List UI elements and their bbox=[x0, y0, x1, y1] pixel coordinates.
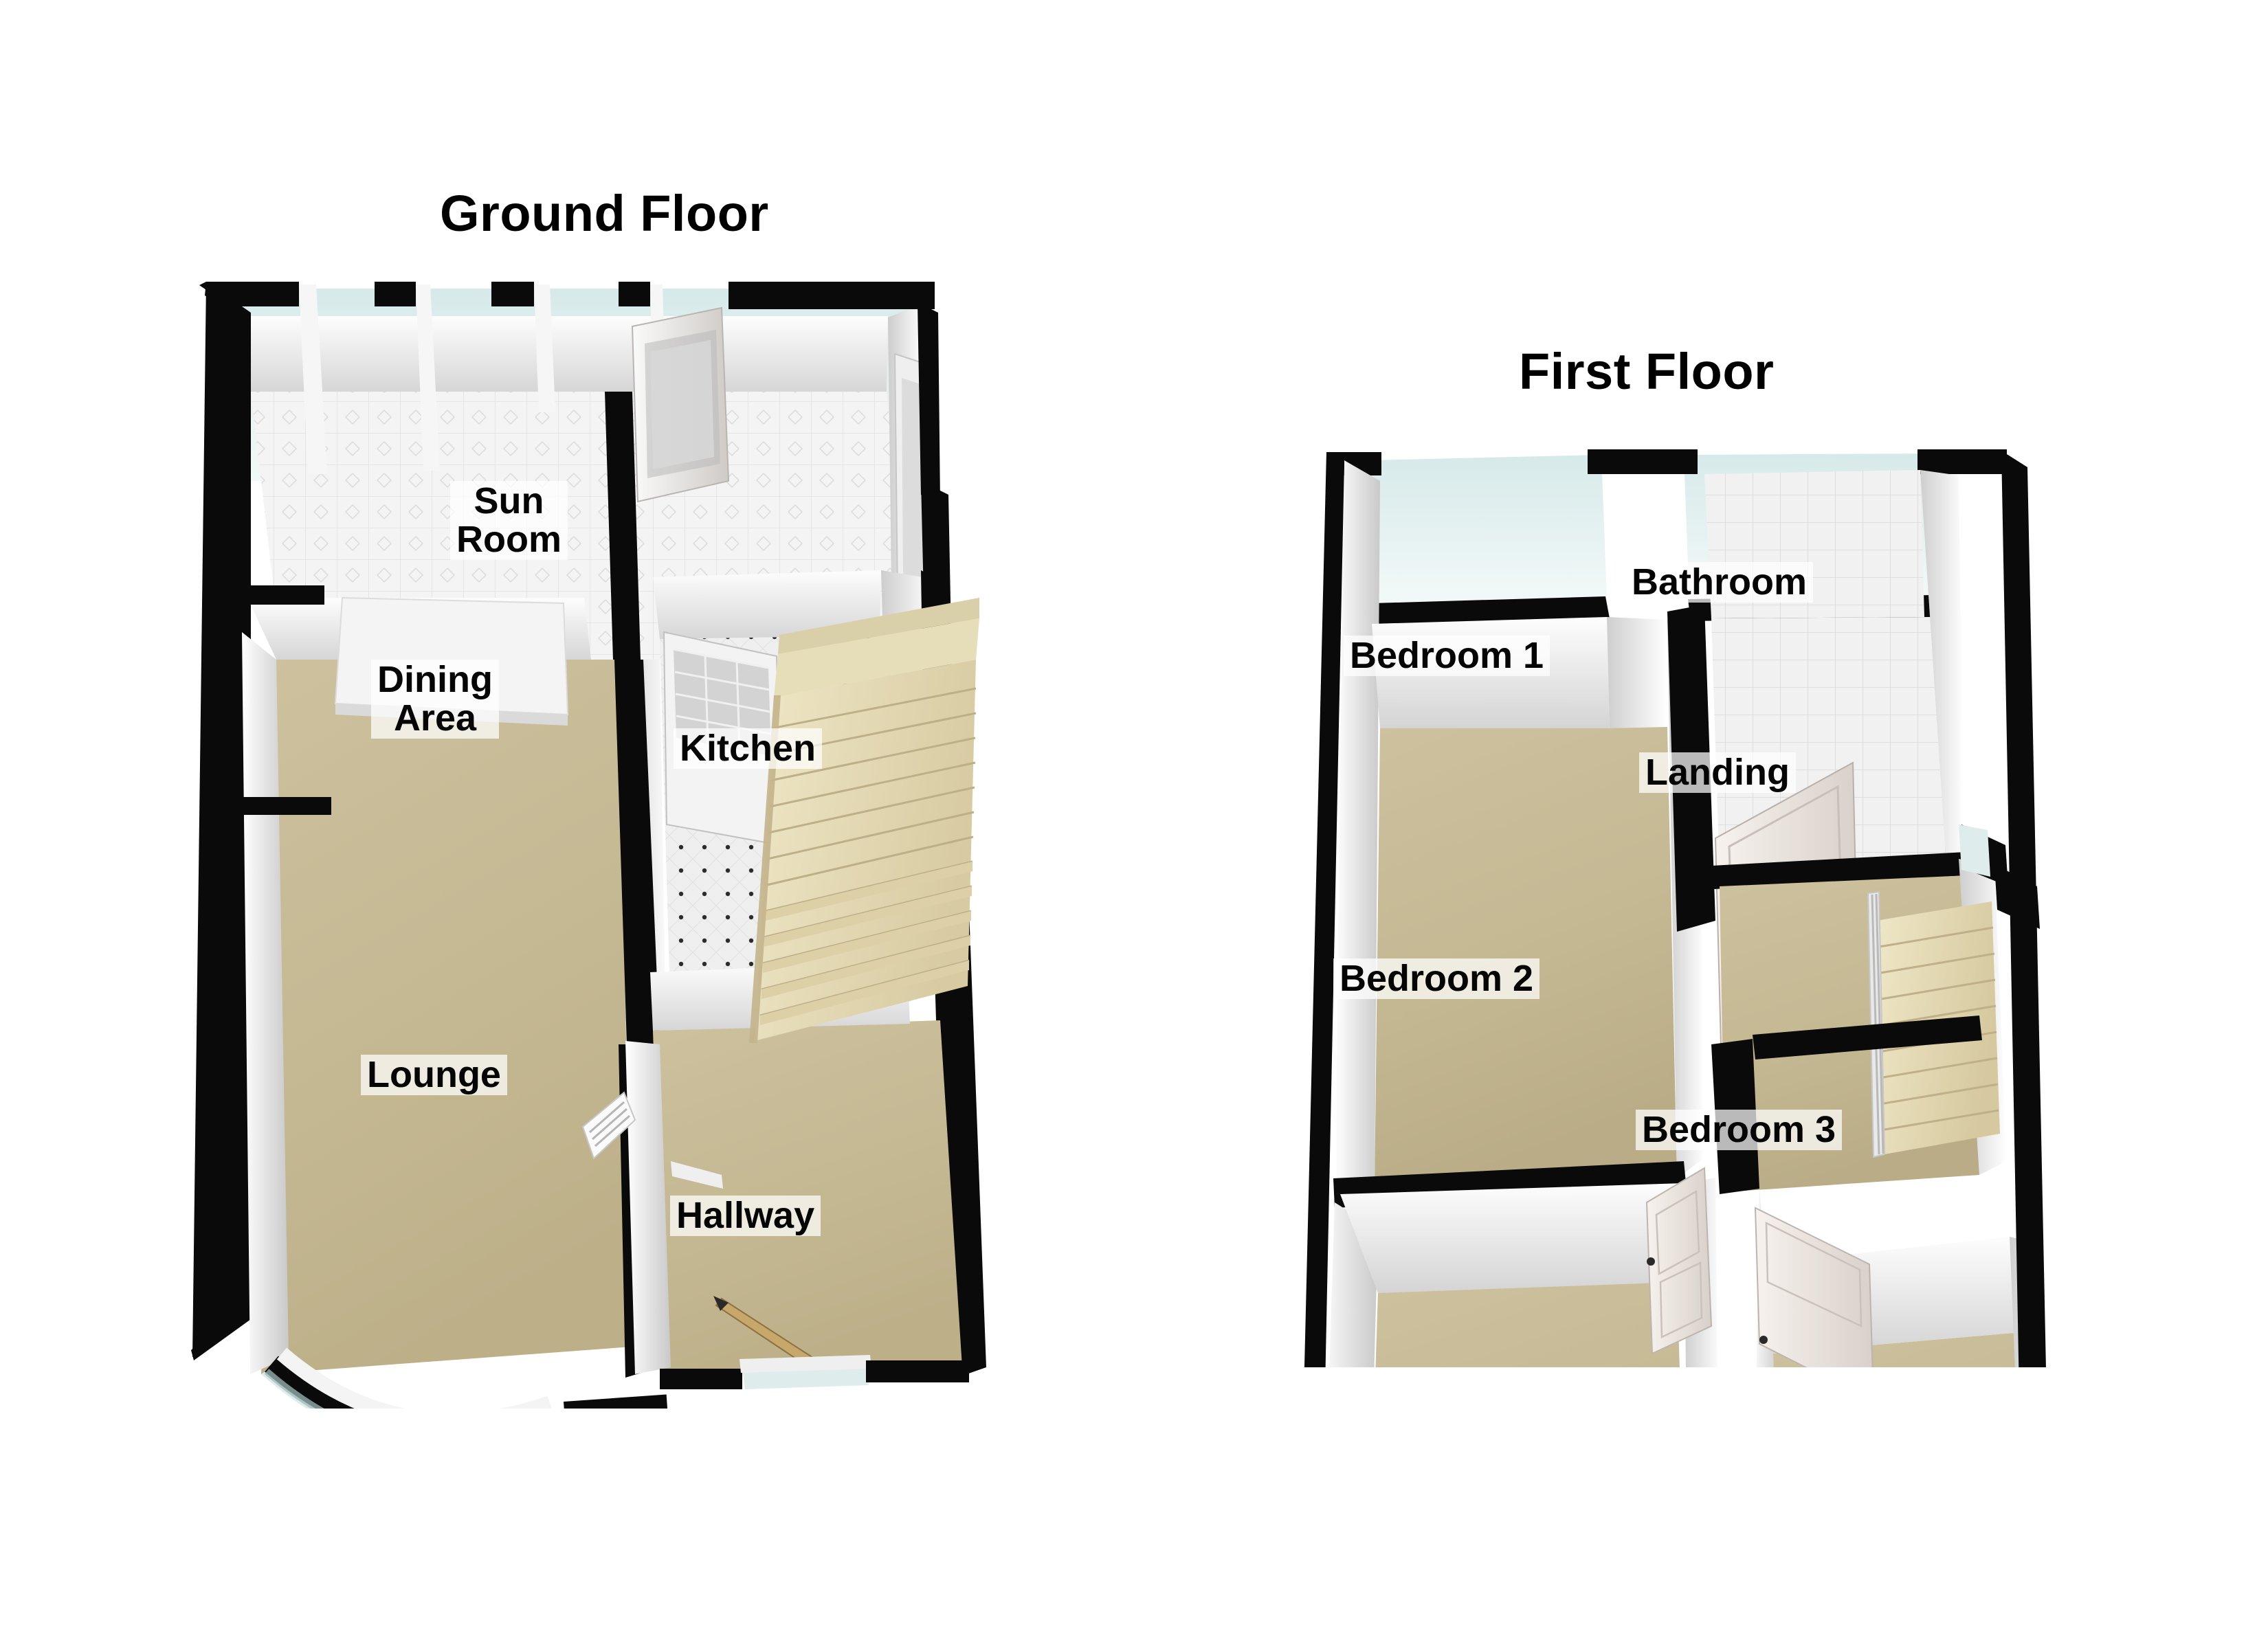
bedroom2-door-handle bbox=[1647, 1257, 1655, 1266]
sun-room-french-door bbox=[631, 306, 730, 503]
bedroom2-carpet bbox=[1366, 1279, 1689, 1649]
bedroom3-door-panels bbox=[1765, 1221, 1863, 1327]
bedroom2-door-panels bbox=[1655, 1189, 1703, 1338]
bedroom2-door bbox=[1645, 1167, 1713, 1355]
ground-floor-plan: Sun Room Dining Area Kitchen Lounge Hall… bbox=[179, 275, 1038, 1451]
hallway-threshold-left bbox=[660, 1369, 742, 1389]
sun-kitchen-partition-upper bbox=[605, 392, 641, 660]
dining-wall-stub-left bbox=[242, 585, 324, 605]
lounge-kitchen-partition bbox=[614, 660, 660, 1044]
landing-side-window-glow bbox=[1959, 824, 1990, 877]
first-right-exterior-wall bbox=[2001, 451, 2052, 1649]
first-floor-title: First Floor bbox=[1519, 343, 1775, 400]
first-floor-svg bbox=[1298, 449, 2052, 1649]
ground-left-exterior-wall-fill bbox=[192, 282, 242, 1357]
landing-bedroom3-partition bbox=[1711, 1039, 1759, 1194]
bedroom1-window-sill bbox=[1372, 596, 1610, 625]
hallway-threshold-right bbox=[866, 1360, 969, 1382]
sun-room-window-mullion-1 bbox=[299, 284, 327, 474]
lounge-left-wall-face bbox=[242, 632, 289, 1374]
front-door-frame bbox=[740, 1355, 871, 1373]
bedroom3-top-wall bbox=[1753, 1016, 1982, 1059]
stair-top-landing bbox=[774, 618, 979, 697]
bedroom2-group bbox=[1320, 1167, 1721, 1649]
kitchen-door-glazing bbox=[673, 648, 772, 756]
lounge-dining-carpet bbox=[261, 660, 632, 1374]
sun-room-window-mullion-3 bbox=[534, 284, 555, 412]
hallway-carpet bbox=[653, 1020, 962, 1374]
first-floor-plan: Bedroom 1 Bathroom Landing Bedroom 2 Bed… bbox=[1230, 440, 2089, 1649]
first-top-wall-mid bbox=[1588, 449, 1698, 474]
lounge-wall-stub-left bbox=[242, 797, 331, 815]
bedroom3-group bbox=[1751, 1189, 2052, 1649]
first-top-wall-right bbox=[1917, 449, 2007, 474]
ground-right-wall-upper bbox=[918, 302, 940, 502]
dining-partition-panel bbox=[334, 596, 569, 716]
bedroom1-back-wall-face bbox=[1372, 617, 1610, 728]
bedroom2-back-wall-face bbox=[1340, 1183, 1684, 1293]
bathroom-right-wall-face bbox=[1920, 470, 1964, 866]
bedroom3-door bbox=[1754, 1207, 1875, 1403]
first-right-wall-step bbox=[1994, 864, 2040, 929]
dining-lounge-group bbox=[242, 596, 671, 1374]
bedroom3-door-handle bbox=[1759, 1336, 1768, 1344]
stair-head-wall bbox=[778, 598, 979, 654]
landing-stair-treads bbox=[1878, 926, 1999, 1131]
sun-room-window-mullion-2 bbox=[416, 284, 440, 471]
bathroom-bottom-wall bbox=[1711, 852, 1968, 889]
staircase bbox=[749, 598, 979, 1043]
ground-floor-title: Ground Floor bbox=[440, 185, 769, 242]
bedroom1-window-glow bbox=[1368, 455, 1607, 605]
bay-right-return bbox=[564, 1394, 668, 1422]
bathroom-back-wall-tiles bbox=[1704, 470, 1924, 618]
sun-room-back-wall bbox=[251, 316, 888, 392]
understairs-panel bbox=[671, 1161, 723, 1189]
ground-floor-svg bbox=[191, 282, 986, 1451]
kitchen-back-wall bbox=[653, 570, 881, 639]
lounge-radiator bbox=[581, 1091, 636, 1160]
stair-risers bbox=[760, 862, 972, 1025]
bedroom1-carpet bbox=[1375, 727, 1677, 1189]
bedroom1-back-wall-return bbox=[1607, 617, 1667, 728]
first-left-exterior-wall bbox=[1298, 452, 1344, 1649]
ground-left-exterior-wall bbox=[191, 282, 251, 1360]
stair-stringer bbox=[749, 695, 781, 1043]
hallway-left-wall-face bbox=[625, 1041, 671, 1374]
